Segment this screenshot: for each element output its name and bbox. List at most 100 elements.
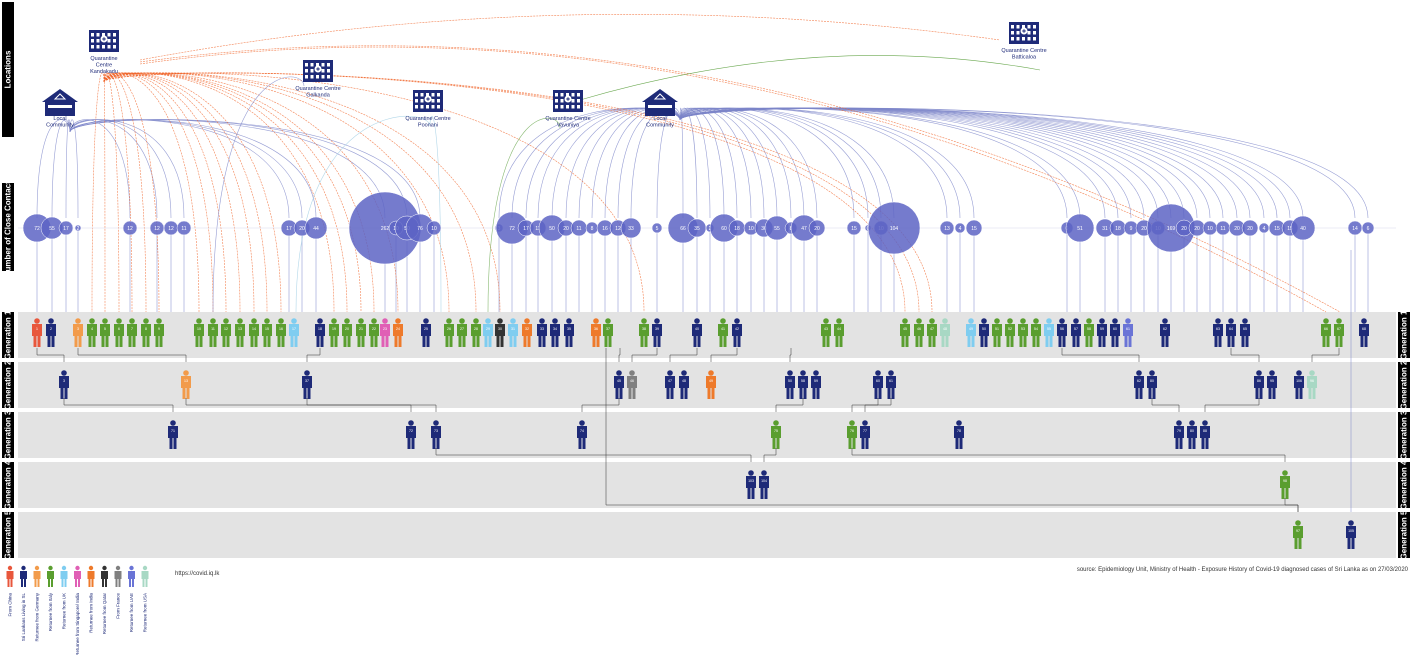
person-generation1: 11 (208, 318, 218, 347)
generation-label-left: Generation 1 (2, 310, 14, 359)
person-generation1: 28 (471, 318, 481, 347)
location-label: Poonani (418, 123, 438, 129)
svg-text:60: 60 (876, 379, 880, 383)
bubble-count: 31 (1102, 226, 1108, 232)
svg-text:43: 43 (824, 327, 828, 331)
svg-text:35: 35 (567, 327, 571, 331)
svg-text:7: 7 (131, 327, 133, 331)
legend-entry: Returnee from Singapore/ India (74, 565, 81, 655)
person-generation1: 30 (495, 318, 505, 347)
svg-text:Returnee from UK: Returnee from UK (62, 593, 67, 629)
close-contacts-bubble: 104 (867, 201, 921, 255)
location-label: Quarantine Centre (405, 116, 450, 122)
person-generation1: 26 (444, 318, 454, 347)
svg-text:36: 36 (594, 327, 598, 331)
bubble-count: 44 (313, 226, 319, 232)
person-generation1: 16 (276, 318, 286, 347)
svg-text:67: 67 (1337, 327, 1341, 331)
legend-entry: Returnee from Qatar (101, 565, 108, 634)
person-generation1: 31 (508, 318, 518, 347)
hospital-icon (413, 90, 443, 112)
svg-text:51: 51 (995, 327, 999, 331)
bubble-count: 12 (154, 226, 160, 232)
svg-text:105: 105 (1348, 529, 1354, 533)
svg-text:71: 71 (171, 429, 175, 433)
hospital-icon (89, 30, 119, 52)
close-contacts-bubble: 76 (405, 213, 435, 243)
person-generation1: 19 (329, 318, 339, 347)
person-generation1: 37 (603, 318, 613, 347)
legend-entry: Returnee from USA (141, 565, 149, 632)
person-generation1: 9 (154, 318, 164, 347)
svg-text:61: 61 (1126, 327, 1130, 331)
legend-entry: Returnee from India (87, 565, 95, 633)
svg-text:50: 50 (982, 327, 986, 331)
svg-text:54: 54 (1034, 327, 1038, 331)
location-label: Kandakadu (90, 69, 118, 75)
bubble-count: 10 (431, 226, 437, 232)
person-generation2: 80 (1147, 370, 1157, 399)
person-generation1: 34 (550, 318, 560, 347)
legend-entry: Sri Lankans Living in SL (20, 565, 27, 641)
close-contacts-bubble: 20 (808, 219, 826, 237)
svg-text:Generation 2: Generation 2 (1400, 360, 1409, 409)
svg-text:31: 31 (511, 327, 515, 331)
person-generation5: 105 (1346, 520, 1356, 549)
svg-text:95: 95 (1270, 379, 1274, 383)
svg-text:86: 86 (1257, 379, 1261, 383)
svg-text:63: 63 (1216, 327, 1220, 331)
person-generation3: 75 (771, 420, 781, 449)
svg-text:46: 46 (917, 327, 921, 331)
legend-entry: Returnee from UK (60, 565, 68, 629)
person-generation1: 50 (979, 318, 989, 347)
svg-text:58: 58 (801, 379, 805, 383)
person-generation1: 23 (380, 318, 390, 347)
person-generation3: 72 (406, 420, 416, 449)
svg-text:Generation 5: Generation 5 (1400, 510, 1409, 559)
svg-text:74: 74 (580, 429, 584, 433)
close-contacts-bubble: 2 (74, 224, 82, 232)
person-generation1: 12 (221, 318, 231, 347)
person-generation1: 43 (821, 318, 831, 347)
person-generation3: 77 (860, 420, 870, 449)
close-contacts-bubble: 8 (585, 221, 599, 235)
close-contacts-bubble: 169 (1146, 203, 1196, 253)
person-generation1: 6 (114, 318, 124, 347)
person-generation2: 49 (706, 370, 716, 399)
bubble-count: 2 (77, 226, 80, 232)
person-generation1: 62 (1160, 318, 1170, 347)
svg-text:17: 17 (292, 327, 296, 331)
person-generation3: 79 (1174, 420, 1184, 449)
bubble-count: 17 (63, 226, 69, 232)
bubble-count: 72 (509, 226, 515, 232)
person-generation1: 2 (46, 318, 56, 347)
bubble-count: 14 (1352, 226, 1358, 232)
person-generation1: 63 (1213, 318, 1223, 347)
source-url[interactable]: https://covid.iq.lk (175, 571, 220, 577)
svg-text:2: 2 (50, 327, 52, 331)
svg-text:1: 1 (36, 327, 38, 331)
close-contacts-bubble: 10 (426, 220, 442, 236)
bubble-count: 18 (1115, 226, 1121, 232)
svg-text:25: 25 (424, 327, 428, 331)
svg-text:80: 80 (1190, 429, 1194, 433)
svg-text:49: 49 (709, 379, 713, 383)
locations-label: Locations (2, 2, 14, 137)
svg-text:From China: From China (8, 593, 13, 617)
person-generation1: 38 (639, 318, 649, 347)
svg-text:8: 8 (145, 327, 147, 331)
svg-text:Generation 1: Generation 1 (1400, 310, 1409, 359)
close-contacts-bubble: 44 (304, 216, 328, 240)
svg-text:75: 75 (774, 429, 778, 433)
bubble-count: 12 (127, 226, 133, 232)
legend-entry: From China (6, 565, 14, 617)
person-generation1: 4 (87, 318, 97, 347)
generation-label-right: Generation 5 (1398, 510, 1410, 559)
bubble-count: 104 (890, 226, 899, 232)
close-contacts-bubble: 11 (1215, 220, 1231, 236)
svg-text:Generation 1: Generation 1 (4, 310, 13, 359)
location-label: Quarantine (90, 56, 117, 62)
bubble-count: 11 (1220, 226, 1225, 232)
svg-text:78: 78 (957, 429, 961, 433)
